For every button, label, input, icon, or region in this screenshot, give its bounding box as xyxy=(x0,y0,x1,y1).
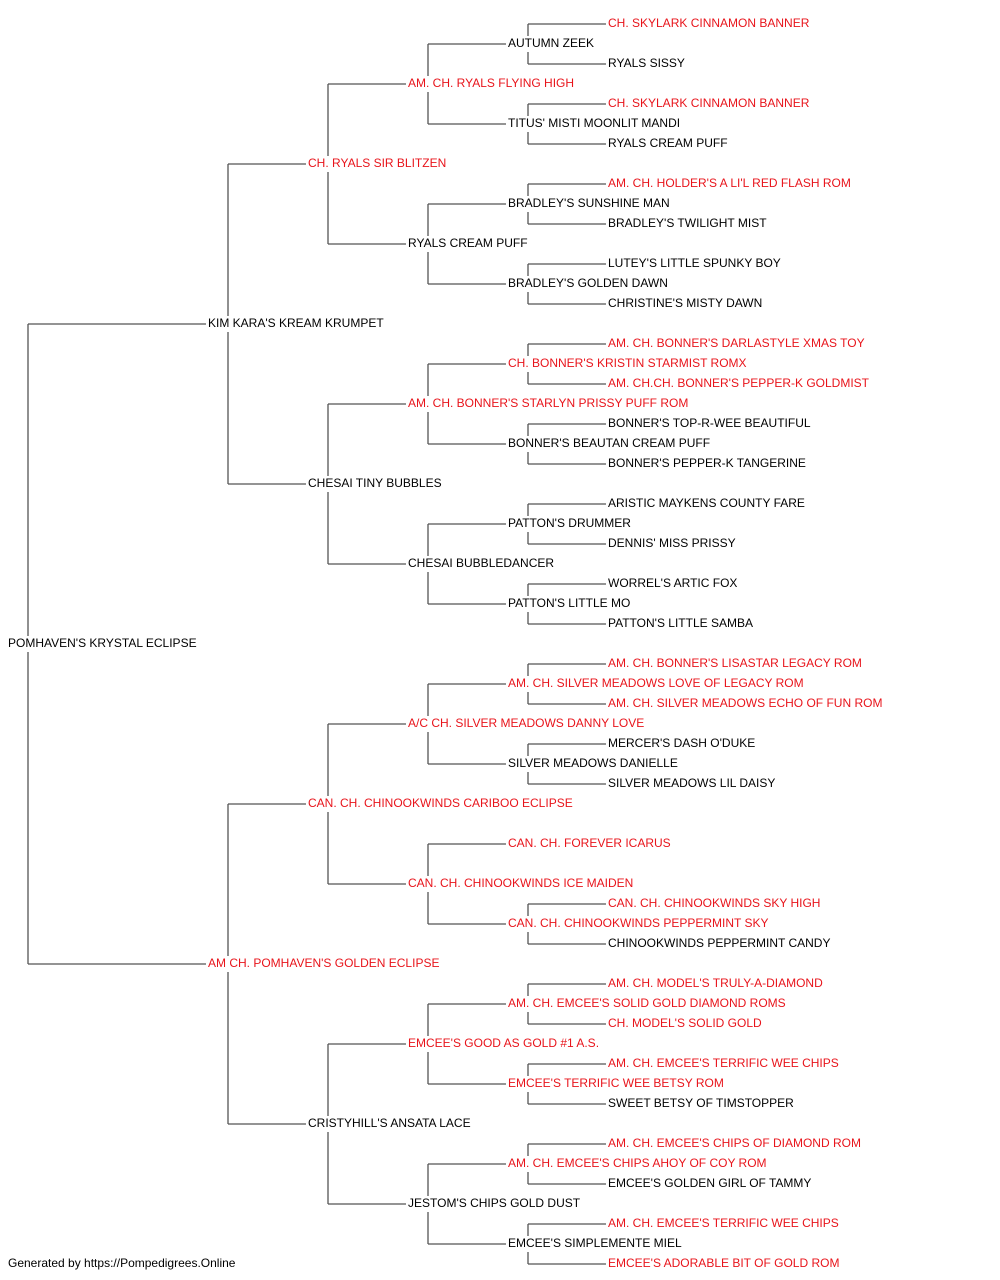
generated-by-footer: Generated by https://Pompedigrees.Online xyxy=(8,1256,236,1270)
pedigree-name: CH. MODEL'S SOLID GOLD xyxy=(608,1016,762,1030)
pedigree-name: AM. CH. SILVER MEADOWS ECHO OF FUN ROM xyxy=(608,696,882,710)
pedigree-name: AM. CH. EMCEE'S CHIPS AHOY OF COY ROM xyxy=(508,1156,767,1170)
pedigree-name: AM. CH. EMCEE'S TERRIFIC WEE CHIPS xyxy=(608,1216,839,1230)
pedigree-name: A/C CH. SILVER MEADOWS DANNY LOVE xyxy=(408,716,644,730)
pedigree-name: AM. CH. RYALS FLYING HIGH xyxy=(408,76,574,90)
pedigree-name: BONNER'S PEPPER-K TANGERINE xyxy=(608,456,806,470)
pedigree-name: LUTEY'S LITTLE SPUNKY BOY xyxy=(608,256,781,270)
pedigree-name: CAN. CH. FOREVER ICARUS xyxy=(508,836,671,850)
pedigree-name: ARISTIC MAYKENS COUNTY FARE xyxy=(608,496,805,510)
pedigree-name: RYALS CREAM PUFF xyxy=(608,136,728,150)
pedigree-name: AM. CH. EMCEE'S CHIPS OF DIAMOND ROM xyxy=(608,1136,861,1150)
pedigree-name: CH. RYALS SIR BLITZEN xyxy=(308,156,446,170)
pedigree-name: CHESAI TINY BUBBLES xyxy=(308,476,442,490)
pedigree-name: CH. BONNER'S KRISTIN STARMIST ROMX xyxy=(508,356,747,370)
pedigree-name: PATTON'S LITTLE MO xyxy=(508,596,630,610)
pedigree-name: EMCEE'S ADORABLE BIT OF GOLD ROM xyxy=(608,1256,839,1270)
pedigree-name: AM. CH. EMCEE'S SOLID GOLD DIAMOND ROMS xyxy=(508,996,786,1010)
pedigree-name: CHESAI BUBBLEDANCER xyxy=(408,556,554,570)
pedigree-name: PATTON'S LITTLE SAMBA xyxy=(608,616,753,630)
pedigree-name: JESTOM'S CHIPS GOLD DUST xyxy=(408,1196,581,1210)
pedigree-name: AM. CH. MODEL'S TRULY-A-DIAMOND xyxy=(608,976,823,990)
pedigree-name: BONNER'S BEAUTAN CREAM PUFF xyxy=(508,436,710,450)
pedigree-name: AM. CH.CH. BONNER'S PEPPER-K GOLDMIST xyxy=(608,376,870,390)
pedigree-name: TITUS' MISTI MOONLIT MANDI xyxy=(508,116,680,130)
pedigree-name: SWEET BETSY OF TIMSTOPPER xyxy=(608,1096,794,1110)
pedigree-name: EMCEE'S TERRIFIC WEE BETSY ROM xyxy=(508,1076,724,1090)
pedigree-name: AM. CH. BONNER'S LISASTAR LEGACY ROM xyxy=(608,656,862,670)
pedigree-name: KIM KARA'S KREAM KRUMPET xyxy=(208,316,384,330)
pedigree-name: CH. SKYLARK CINNAMON BANNER xyxy=(608,96,810,110)
pedigree-name: SILVER MEADOWS DANIELLE xyxy=(508,756,678,770)
pedigree-name: AM. CH. BONNER'S STARLYN PRISSY PUFF ROM xyxy=(408,396,688,410)
pedigree-name: WORREL'S ARTIC FOX xyxy=(608,576,737,590)
pedigree-name: BONNER'S TOP-R-WEE BEAUTIFUL xyxy=(608,416,811,430)
pedigree-name: EMCEE'S GOLDEN GIRL OF TAMMY xyxy=(608,1176,811,1190)
pedigree-name: BRADLEY'S SUNSHINE MAN xyxy=(508,196,670,210)
pedigree-name: CAN. CH. CHINOOKWINDS ICE MAIDEN xyxy=(408,876,633,890)
pedigree-name: CH. SKYLARK CINNAMON BANNER xyxy=(608,16,810,30)
pedigree-name: CHRISTINE'S MISTY DAWN xyxy=(608,296,762,310)
pedigree-name: SILVER MEADOWS LIL DAISY xyxy=(608,776,775,790)
pedigree-name: CAN. CH. CHINOOKWINDS PEPPERMINT SKY xyxy=(508,916,768,930)
pedigree-name: AM. CH. HOLDER'S A LI'L RED FLASH ROM xyxy=(608,176,851,190)
pedigree-name: AM. CH. EMCEE'S TERRIFIC WEE CHIPS xyxy=(608,1056,839,1070)
pedigree-name: RYALS SISSY xyxy=(608,56,685,70)
pedigree-name: EMCEE'S GOOD AS GOLD #1 A.S. xyxy=(408,1036,599,1050)
pedigree-name: CAN. CH. CHINOOKWINDS SKY HIGH xyxy=(608,896,820,910)
pedigree-name: BRADLEY'S TWILIGHT MIST xyxy=(608,216,767,230)
pedigree-name: RYALS CREAM PUFF xyxy=(408,236,528,250)
pedigree-name: CHINOOKWINDS PEPPERMINT CANDY xyxy=(608,936,830,950)
pedigree-name: AM. CH. BONNER'S DARLASTYLE XMAS TOY xyxy=(608,336,865,350)
pedigree-name: CAN. CH. CHINOOKWINDS CARIBOO ECLIPSE xyxy=(308,796,573,810)
pedigree-name: AM CH. POMHAVEN'S GOLDEN ECLIPSE xyxy=(208,956,439,970)
pedigree-name: CRISTYHILL'S ANSATA LACE xyxy=(308,1116,471,1130)
pedigree-name: AM. CH. SILVER MEADOWS LOVE OF LEGACY RO… xyxy=(508,676,804,690)
pedigree-name: POMHAVEN'S KRYSTAL ECLIPSE xyxy=(8,636,197,650)
pedigree-name: EMCEE'S SIMPLEMENTE MIEL xyxy=(508,1236,682,1250)
pedigree-name: MERCER'S DASH O'DUKE xyxy=(608,736,755,750)
pedigree-name: PATTON'S DRUMMER xyxy=(508,516,631,530)
pedigree-name: BRADLEY'S GOLDEN DAWN xyxy=(508,276,668,290)
pedigree-name: AUTUMN ZEEK xyxy=(508,36,594,50)
pedigree-name: DENNIS' MISS PRISSY xyxy=(608,536,736,550)
